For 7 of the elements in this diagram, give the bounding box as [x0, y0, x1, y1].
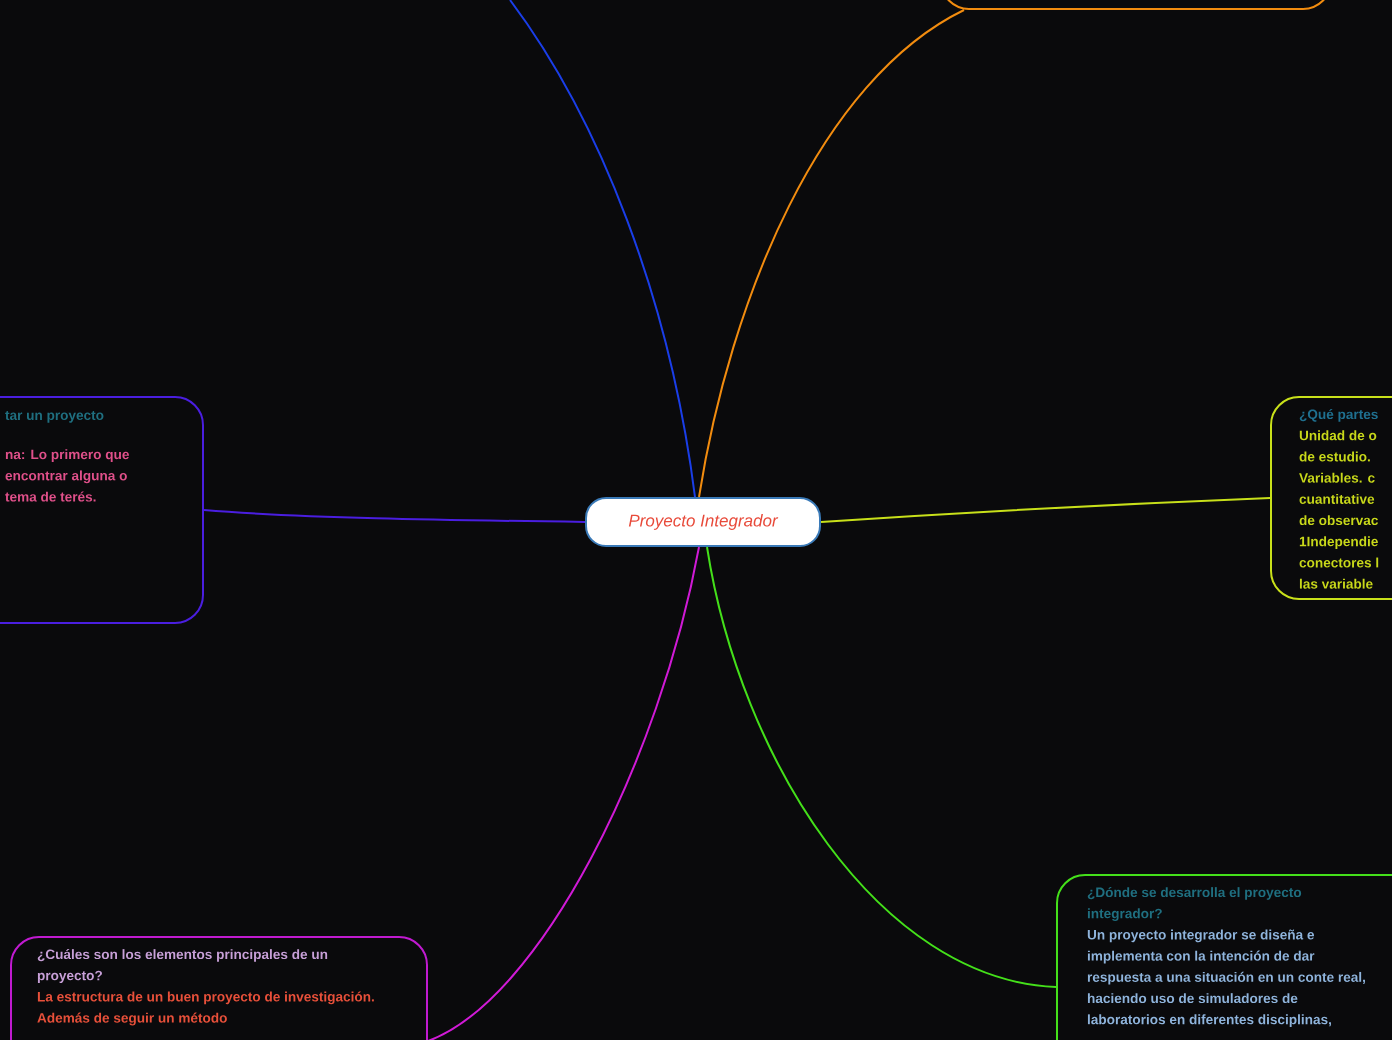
branch-line [706, 546, 1057, 988]
branch-line [203, 509, 586, 523]
branch-line [820, 497, 1271, 523]
central-topic-box: Proyecto Integrador [585, 497, 821, 547]
branch-line [698, 9, 965, 498]
branch-line [427, 546, 700, 1040]
branch-line [509, 0, 696, 498]
